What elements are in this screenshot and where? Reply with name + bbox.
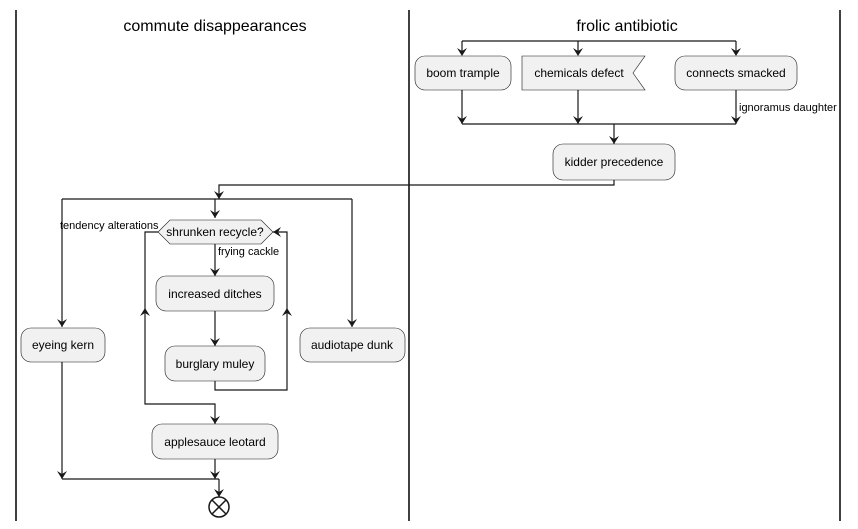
node-eyeing-kern: eyeing kern [20, 327, 106, 363]
lane-title-left: commute disappearances [123, 18, 306, 35]
loop-connectors [140, 227, 292, 424]
node-kidder-precedence: kidder precedence [552, 143, 676, 181]
node-burglary-muley: burglary muley [164, 345, 266, 382]
final-join-connectors [57, 362, 224, 497]
left-fork-connectors [57, 198, 357, 327]
svg-text:burglary muley: burglary muley [176, 357, 255, 371]
edge-label-tendency-alterations: tendency alterations [60, 220, 159, 232]
node-connects-smacked: connects smacked [674, 55, 798, 91]
node-increased-ditches: increased ditches [155, 275, 275, 312]
node-boom-trample: boom trample [414, 55, 512, 91]
svg-text:boom trample: boom trample [426, 66, 500, 80]
fork-connectors [457, 40, 741, 56]
end-node-icon [208, 496, 230, 518]
node-chemicals-defect: chemicals defect [521, 55, 646, 91]
svg-text:applesauce leotard: applesauce leotard [164, 435, 265, 449]
node-audiotape-dunk: audiotape dunk [299, 327, 406, 363]
edge-label-ignoramus-daughter: ignoramus daughter [739, 102, 837, 114]
svg-text:chemicals defect: chemicals defect [534, 66, 624, 80]
decision-shrunken-recycle: shrunken recycle? [157, 219, 274, 245]
node-applesauce-leotard: applesauce leotard [151, 423, 279, 460]
svg-text:kidder precedence: kidder precedence [565, 155, 664, 169]
svg-text:increased ditches: increased ditches [168, 287, 261, 301]
lane-title-right: frolic antibiotic [576, 18, 677, 35]
svg-text:eyeing kern: eyeing kern [32, 338, 94, 352]
svg-text:audiotape dunk: audiotape dunk [311, 338, 394, 352]
svg-text:connects smacked: connects smacked [686, 66, 785, 80]
join-connectors [457, 90, 741, 144]
svg-text:shrunken recycle?: shrunken recycle? [166, 225, 264, 239]
edge-label-frying-cackle: frying cackle [218, 246, 279, 258]
cross-lane-connector [214, 180, 615, 199]
